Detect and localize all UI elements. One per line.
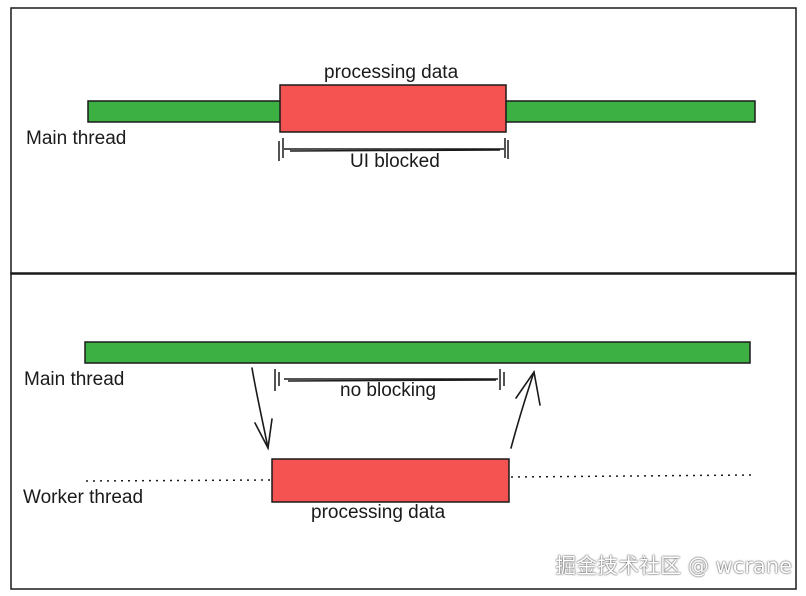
top-processing-block: [279, 84, 507, 133]
top-processing-label: processing data: [324, 62, 459, 83]
top-main-thread-bar-left: [87, 100, 285, 123]
top-main-thread-bar-right: [501, 100, 756, 123]
no-blocking-span: [274, 369, 505, 391]
worker-thread-label: Worker thread: [23, 487, 144, 508]
top-panel-frame: [10, 7, 797, 275]
arrow-to-main: [510, 369, 541, 449]
arrow-to-worker: [251, 367, 273, 451]
ui-blocked-label: UI blocked: [350, 151, 440, 172]
ui-blocked-span: [278, 138, 509, 161]
worker-processing-label: processing data: [311, 502, 446, 523]
no-blocking-label: no blocking: [340, 380, 437, 401]
worker-processing-block: [271, 458, 510, 503]
worker-thread-line: [85, 474, 753, 482]
watermark: 掘金技术社区 @ wcrane: [555, 554, 792, 578]
top-main-thread-label: Main thread: [26, 128, 127, 149]
bottom-panel-frame: [10, 272, 797, 590]
bottom-main-thread-label: Main thread: [24, 369, 125, 390]
bottom-main-thread-bar: [84, 341, 751, 364]
